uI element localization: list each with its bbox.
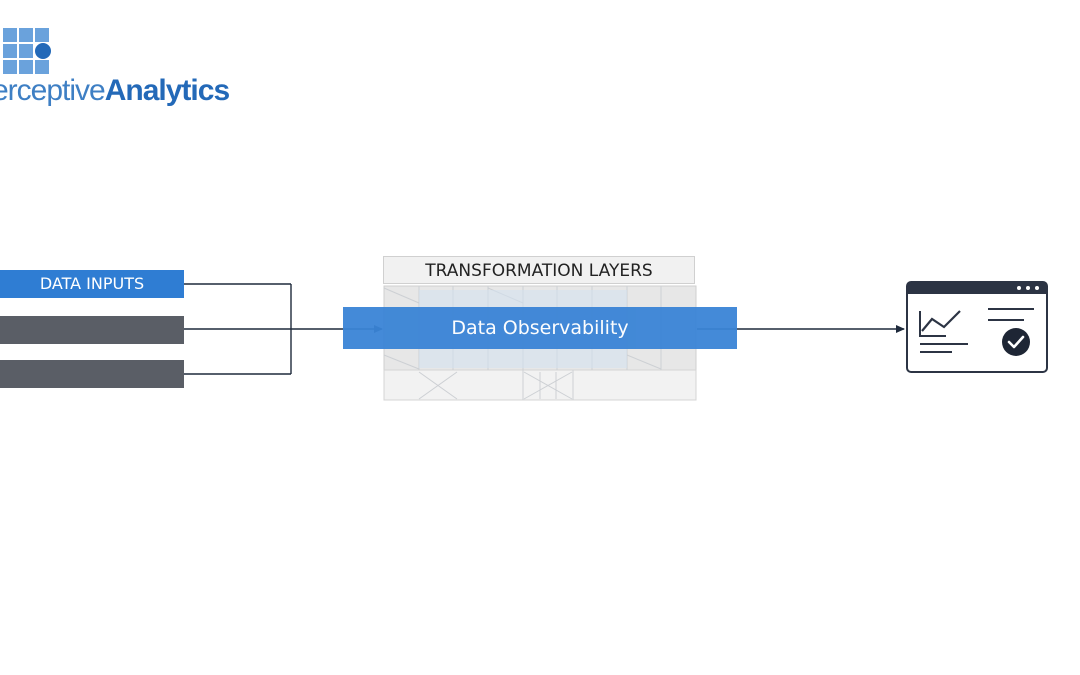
transformation-layers-header: TRANSFORMATION LAYERS [383, 256, 695, 284]
logo-square [3, 60, 17, 74]
input-connectors [184, 283, 292, 375]
logo-text-light: erceptive [0, 74, 106, 107]
data-observability-band: Data Observability [343, 307, 737, 349]
logo-grid-icon [3, 28, 51, 74]
logo-text-bold: Analytics [104, 74, 230, 107]
logo-square [3, 28, 17, 42]
logo-square [3, 44, 17, 58]
data-inputs-bar: DATA INPUTS [0, 270, 184, 298]
logo-dot [35, 43, 51, 59]
logo-square [35, 28, 49, 42]
logo-wordmark: erceptiveAnalytics [0, 70, 230, 112]
logo-square [19, 44, 33, 58]
data-input-bar-2 [0, 316, 184, 344]
logo-square [19, 28, 33, 42]
logo-square [35, 60, 49, 74]
analytics-dashboard-check-icon [906, 281, 1048, 373]
data-input-bar-3 [0, 360, 184, 388]
logo-square [19, 60, 33, 74]
